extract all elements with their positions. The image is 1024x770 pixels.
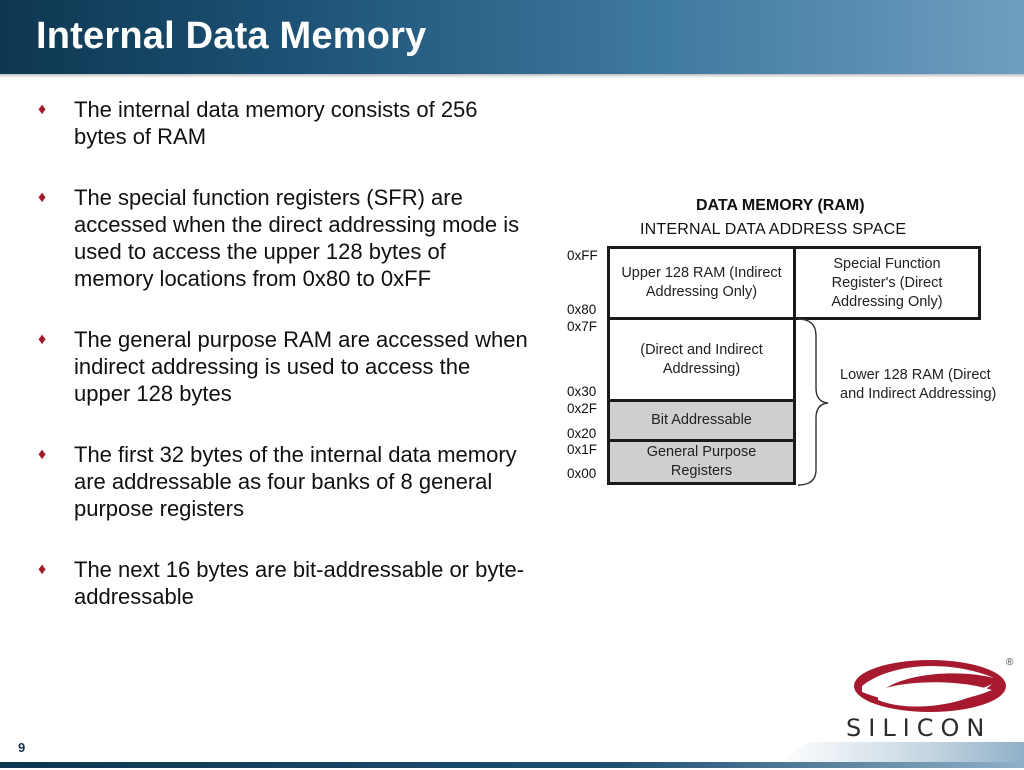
bullet-text: The first 32 bytes of the internal data …: [74, 442, 517, 521]
silicon-labs-logo-icon: [854, 660, 1006, 712]
footer-accent: [780, 742, 1024, 762]
cell-label: Bit Addressable: [651, 412, 752, 428]
cell-label: (Direct and Indirect Addressing): [640, 341, 763, 377]
address-label: 0x80: [567, 302, 597, 317]
address-label: 0x30: [567, 384, 597, 399]
diagram-subtitle: INTERNAL DATA ADDRESS SPACE: [640, 221, 907, 238]
curly-brace-icon: [797, 318, 829, 486]
cell-label: Upper 128 RAM (Indirect Addressing Only): [621, 265, 782, 300]
address-label: 0x00: [567, 466, 597, 481]
page-number: 9: [18, 740, 26, 755]
footer-bar: [0, 762, 1024, 768]
bullet-item: ♦ The first 32 bytes of the internal dat…: [28, 441, 528, 522]
bullet-item: ♦ The next 16 bytes are bit-addressable …: [28, 556, 528, 610]
address-label: 0xFF: [567, 248, 598, 263]
registered-mark: ®: [1006, 657, 1014, 668]
bullet-item: ♦ The general purpose RAM are accessed w…: [28, 326, 528, 407]
diamond-bullet-icon: ♦: [38, 101, 47, 118]
bullet-item: ♦ The special function registers (SFR) a…: [28, 184, 528, 292]
sfr-cell: Special Function Register's (Direct Addr…: [793, 246, 981, 320]
bullet-text: The special function registers (SFR) are…: [74, 185, 520, 291]
upper-128-ram-cell: Upper 128 RAM (Indirect Addressing Only): [607, 246, 796, 320]
address-label: 0x1F: [567, 442, 598, 457]
diamond-bullet-icon: ♦: [38, 561, 47, 578]
lower-128-ram-label: Lower 128 RAM (Direct and Indirect Addre…: [840, 367, 997, 402]
address-label: 0x2F: [567, 401, 598, 416]
general-purpose-registers-cell: General Purpose Registers: [607, 439, 796, 485]
bullet-text: The next 16 bytes are bit-addressable or…: [74, 557, 525, 609]
cell-label: Special Function Register's (Direct Addr…: [831, 255, 943, 310]
diamond-bullet-icon: ♦: [38, 331, 47, 348]
diamond-bullet-icon: ♦: [38, 446, 47, 463]
bullet-text: The general purpose RAM are accessed whe…: [74, 327, 528, 406]
address-label: 0x20: [567, 426, 597, 441]
bullet-list: ♦ The internal data memory consists of 2…: [28, 96, 528, 644]
bullet-item: ♦ The internal data memory consists of 2…: [28, 96, 528, 150]
memory-map-diagram: DATA MEMORY (RAM) INTERNAL DATA ADDRESS …: [560, 190, 1000, 500]
direct-indirect-cell: (Direct and Indirect Addressing): [607, 317, 796, 402]
bit-addressable-cell: Bit Addressable: [607, 399, 796, 442]
address-label: 0x7F: [567, 319, 598, 334]
title-bar: Internal Data Memory: [0, 0, 1024, 78]
slide-title: Internal Data Memory: [36, 15, 427, 57]
diagram-title: DATA MEMORY (RAM): [696, 197, 865, 214]
diamond-bullet-icon: ♦: [38, 189, 47, 206]
cell-label: General Purpose Registers: [646, 444, 757, 479]
bullet-text: The internal data memory consists of 256…: [74, 97, 478, 149]
